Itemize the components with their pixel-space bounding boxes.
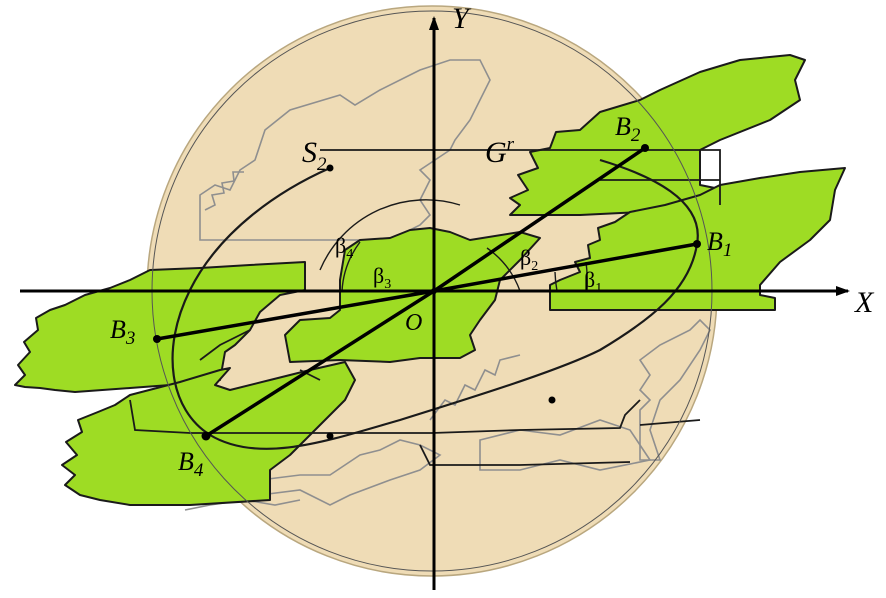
gr-label: Gr <box>485 134 515 169</box>
arc-beta2 <box>486 247 521 292</box>
label-b3: B3 <box>110 315 135 349</box>
point-origin <box>431 288 437 294</box>
radius-b4 <box>205 289 435 438</box>
label-b4: B4 <box>178 447 204 481</box>
points <box>153 144 701 441</box>
blade-b2 <box>509 54 806 216</box>
label-b2: B2 <box>615 112 641 146</box>
radius-b1 <box>433 242 698 293</box>
s2-sub: 2 <box>317 154 327 175</box>
label-beta2: β2 <box>520 245 538 274</box>
point-b4 <box>201 431 211 441</box>
gr-main: G <box>485 136 507 169</box>
s2-main: S <box>302 136 317 169</box>
y-axis-label: Y <box>452 2 472 35</box>
radius-lines <box>156 146 698 438</box>
blade-b3 <box>14 261 306 393</box>
point-b3 <box>153 335 161 343</box>
point-s2 <box>326 164 334 172</box>
radius-b2 <box>433 146 646 293</box>
point-lower-mid <box>326 432 334 440</box>
radius-b3 <box>156 289 435 341</box>
label-beta1: β1 <box>584 267 602 296</box>
label-b1: B1 <box>707 227 732 261</box>
arc-beta4 <box>319 199 461 271</box>
arc-beta3 <box>341 241 361 292</box>
gr-sup: r <box>507 134 515 155</box>
blade-outlines <box>129 149 721 466</box>
x-axis-label: X <box>854 286 875 319</box>
point-b2 <box>641 144 649 152</box>
point-lower-right <box>548 396 556 404</box>
s2-label: S2 <box>302 136 327 175</box>
label-beta4: β4 <box>335 233 353 262</box>
point-b1 <box>693 240 701 248</box>
origin-label: O <box>405 310 422 336</box>
label-beta3: β3 <box>373 263 391 292</box>
